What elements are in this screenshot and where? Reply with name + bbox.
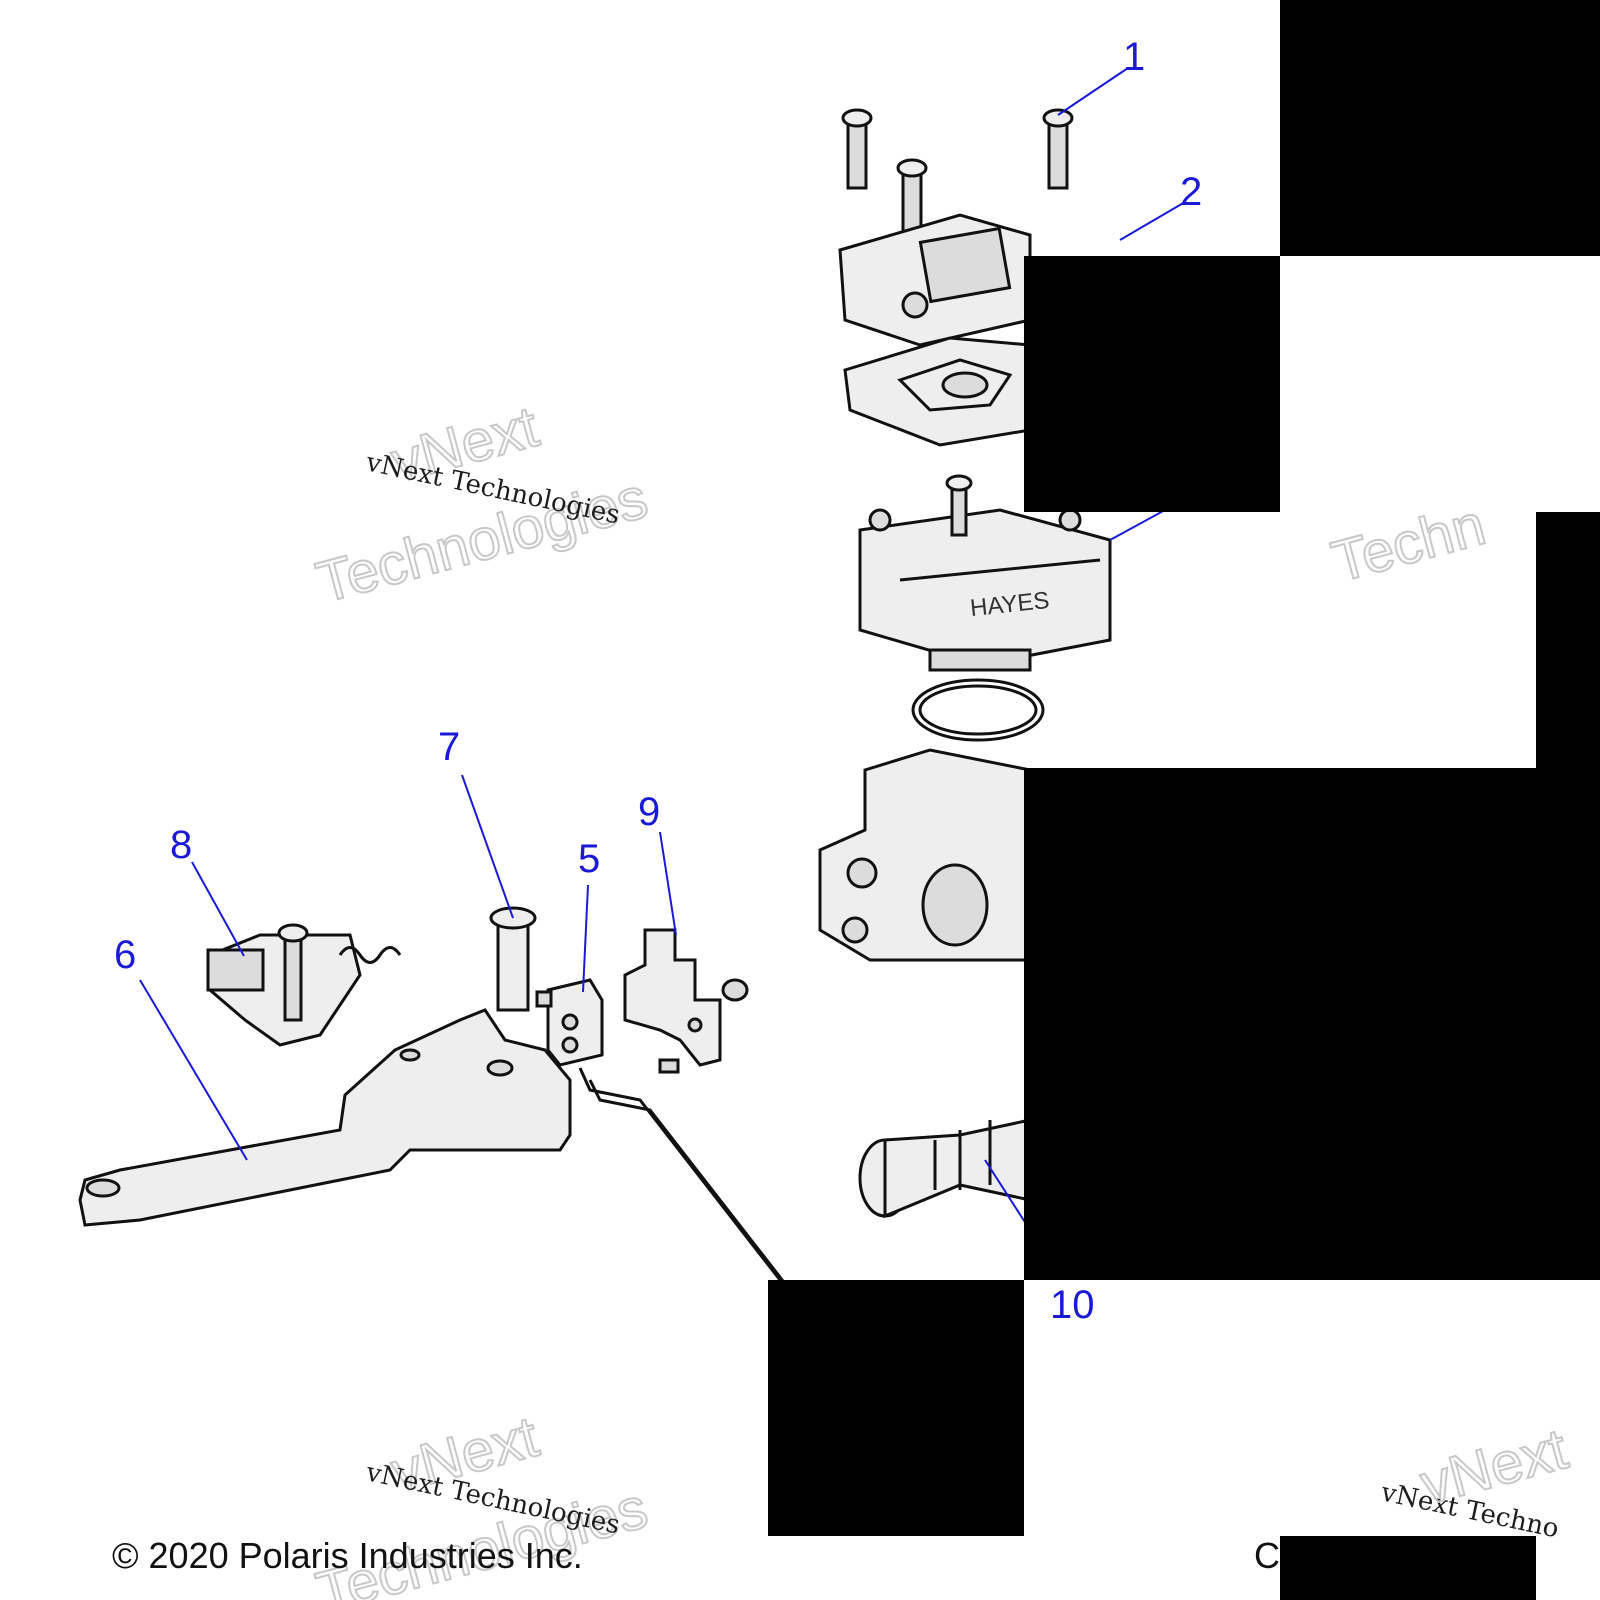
callout-8: 8 <box>170 823 192 867</box>
watermark-partial-right: Techn <box>1325 492 1491 595</box>
reservoir-cover-part-2 <box>838 213 1032 347</box>
clamp-housing <box>818 748 1032 962</box>
lever-part-6 <box>78 1008 572 1227</box>
callout-1: 1 <box>1123 35 1145 79</box>
callout-labels: 1 2 5 6 7 8 9 10 <box>114 35 1202 1327</box>
master-cylinder-body: HAYES <box>858 474 1112 672</box>
adjuster-part-8 <box>206 923 402 1047</box>
leader-cylinder <box>1109 509 1166 541</box>
callout-7: 7 <box>438 725 460 769</box>
redaction-blocks <box>768 0 1600 1600</box>
callout-10: 10 <box>1050 1283 1095 1327</box>
redaction-block <box>1536 512 1600 768</box>
redaction-block <box>1280 1536 1536 1600</box>
callout-6: 6 <box>114 933 136 977</box>
diaphragm <box>843 336 1032 447</box>
screw-part-1 <box>841 108 1074 252</box>
switch-bracket-part-9 <box>623 928 749 1074</box>
leader-2 <box>1119 201 1186 241</box>
callout-5: 5 <box>578 837 600 881</box>
leader-1 <box>1057 67 1129 116</box>
leader-5 <box>582 884 589 993</box>
leader-6 <box>139 979 248 1161</box>
redaction-block <box>1280 0 1600 256</box>
leader-7 <box>461 774 514 919</box>
redaction-block <box>768 1280 1024 1536</box>
callout-9: 9 <box>638 790 660 834</box>
redaction-block <box>1024 768 1600 1280</box>
leader-9 <box>659 831 677 936</box>
leader-8 <box>191 861 245 957</box>
copyright-notice: © 2020 Polaris Industries Inc. <box>112 1535 583 1576</box>
callout-2: 2 <box>1180 170 1202 214</box>
leader-lines <box>139 67 1186 1231</box>
o-ring <box>911 678 1045 742</box>
piston-assembly-part-10 <box>858 1118 1032 1219</box>
brake-switch-part-5 <box>535 978 792 1291</box>
redaction-block <box>1024 256 1280 512</box>
leader-10 <box>984 1159 1031 1231</box>
figure-id: C <box>1254 1535 1280 1576</box>
pivot-pin-part-7 <box>489 906 537 1012</box>
